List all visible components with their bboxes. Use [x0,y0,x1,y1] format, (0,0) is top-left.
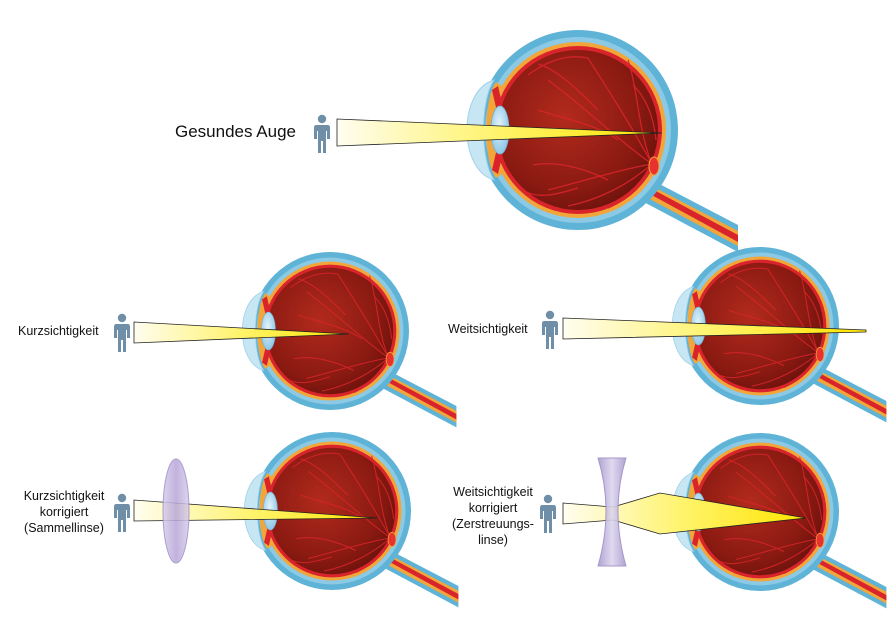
person-icon [114,313,130,352]
hyperopia-corrected-label: Weitsichtigkeit korrigiert (Zerstreuungs… [438,484,548,548]
light-beam [336,118,663,147]
healthy-eye-panel [314,29,739,253]
myopia-corrected-label: Kurzsichtigkeit korrigiert (Sammellinse) [8,488,120,536]
myopia-corrected-panel [114,431,459,608]
myopia-label: Kurzsichtigkeit [18,324,99,338]
myopia-panel [114,251,457,428]
light-beam [562,492,807,535]
person-icon [542,310,558,349]
hyperopia-label: Weitsichtigkeit [448,322,528,336]
hyperopia-corrected-panel [540,432,887,609]
light-beam [562,317,867,340]
label-line: (Zerstreuungs- [452,517,534,531]
concave-lens [597,457,627,567]
label-line: Weitsichtigkeit [453,485,533,499]
label-line: linse) [478,533,508,547]
corrected-myopic-eye [243,431,459,608]
convex-lens [162,458,190,564]
label-line: (Sammellinse) [24,521,104,535]
healthy-eye [466,29,739,253]
person-icon [314,114,330,153]
myopic-eye [241,251,457,428]
hyperopia-panel [542,246,887,423]
label-line: korrigiert [468,501,518,515]
light-beam [133,321,350,344]
label-line: korrigiert [39,505,89,519]
healthy-eye-label: Gesundes Auge [175,122,296,141]
light-beam [133,499,379,522]
label-line: Kurzsichtigkeit [23,489,105,503]
